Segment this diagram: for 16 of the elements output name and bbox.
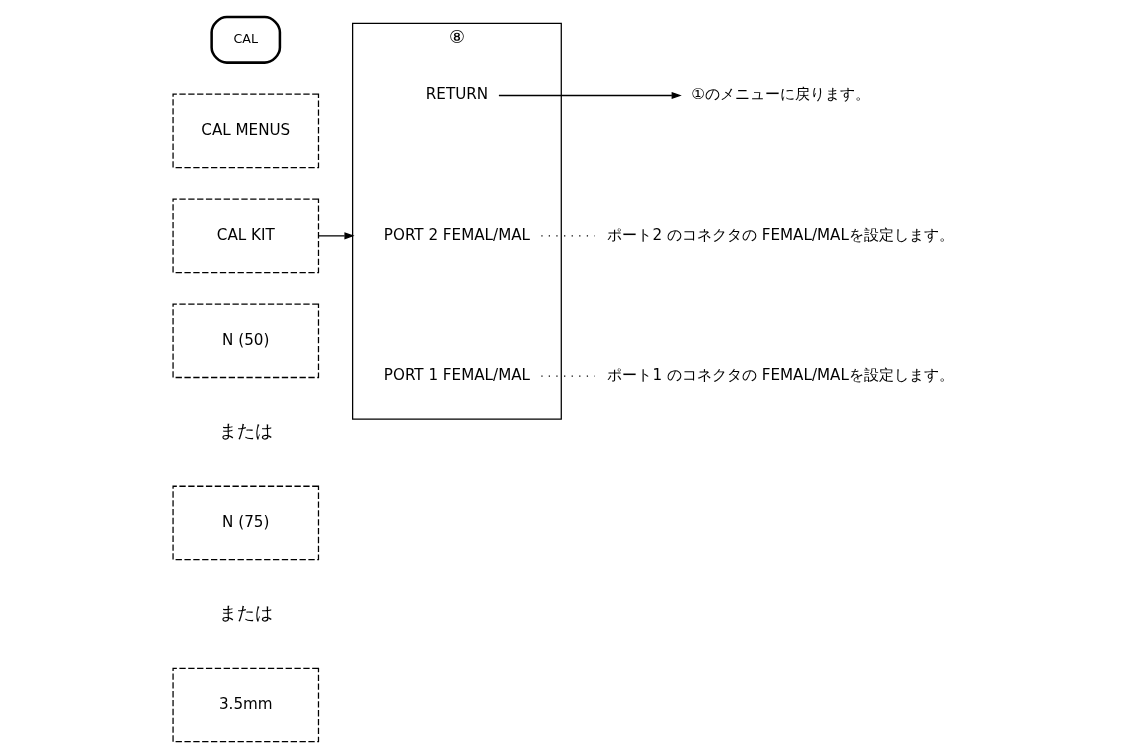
node-text: PORT 1 FEMAL/MAL bbox=[383, 366, 530, 385]
node-box: CAL MENUS bbox=[171, 93, 319, 169]
arrow bbox=[497, 91, 682, 100]
node-text: RETURN bbox=[425, 85, 488, 104]
label: または bbox=[218, 602, 273, 623]
node-box: 3.5mm bbox=[171, 667, 319, 743]
node-text: ①のメニューに戻ります。 bbox=[690, 85, 870, 104]
node-box: N (50) bbox=[171, 303, 319, 379]
node-text: ポート2 のコネクタの FEMAL/MALを設定します。 bbox=[606, 225, 954, 244]
node-text: PORT 2 FEMAL/MAL bbox=[383, 225, 530, 244]
node-box: N (75) bbox=[171, 485, 319, 561]
node-text: ポート1 のコネクタの FEMAL/MALを設定します。 bbox=[606, 366, 954, 385]
label: または bbox=[218, 420, 273, 441]
arrow bbox=[317, 232, 355, 240]
node-box: CAL KIT bbox=[171, 198, 319, 274]
node-box: CAL bbox=[209, 15, 281, 64]
